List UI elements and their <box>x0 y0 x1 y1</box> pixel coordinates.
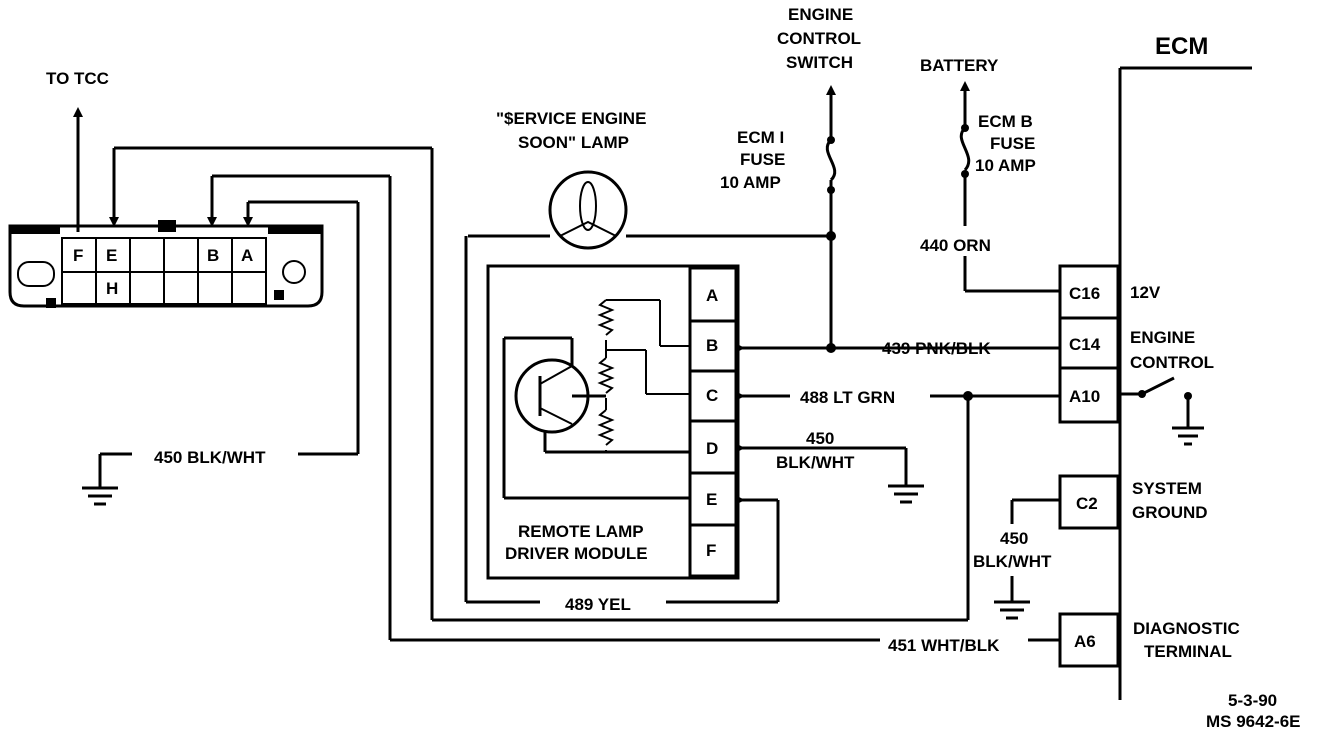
resistor-3 <box>597 409 615 446</box>
footer-code: MS 9642-6E <box>1206 712 1301 731</box>
label-diagnostic-2: TERMINAL <box>1144 642 1232 661</box>
wire-450-module-2: BLK/WHT <box>776 453 855 472</box>
battery-label: BATTERY <box>920 56 999 75</box>
wire-450-left-label: 450 BLK/WHT <box>154 448 266 467</box>
connector-pin-e: E <box>106 246 117 265</box>
connector-pin-b: B <box>207 246 219 265</box>
fuse-ecm-i-2: FUSE <box>740 150 785 169</box>
fuse-ecm-b-3: 10 AMP <box>975 156 1036 175</box>
connector-pin-f: F <box>73 246 83 265</box>
label-system-ground-1: SYSTEM <box>1132 479 1202 498</box>
pin-c2-label: C2 <box>1076 494 1098 513</box>
ecs-label-3: SWITCH <box>786 53 853 72</box>
service-engine-soon-lamp: "$ERVICE ENGINE SOON" LAMP <box>464 109 831 602</box>
ecm-block: ECM <box>1118 33 1252 700</box>
to-tcc-label: TO TCC <box>46 69 109 88</box>
resistor-2 <box>597 357 615 394</box>
module-pin-b: B <box>706 336 718 355</box>
fuse-ecm-i-1: ECM I <box>737 128 784 147</box>
wire-488: 488 LT GRN <box>432 388 1060 622</box>
wire-450-ecm-1: 450 <box>1000 529 1028 548</box>
module-label-2: DRIVER MODULE <box>505 544 648 563</box>
pin-c16-label: C16 <box>1069 284 1100 303</box>
connector-key-oval <box>17 261 55 287</box>
label-engine-control-1: ENGINE <box>1130 328 1195 347</box>
module-pin-d: D <box>706 439 718 458</box>
pin-a10-label: A10 <box>1069 387 1100 406</box>
label-engine-control-2: CONTROL <box>1130 353 1214 372</box>
wire-450-ecm-2: BLK/WHT <box>973 552 1052 571</box>
module-pin-c: C <box>706 386 718 405</box>
pin-e-wire <box>109 146 434 620</box>
ecm-pin-a10: A10 <box>1058 366 1120 424</box>
label-system-ground-2: GROUND <box>1132 503 1208 522</box>
remote-lamp-driver-module: A B C D E F REMOTE LAMP DRIVER MODULE <box>486 264 740 580</box>
module-pin-e: E <box>706 490 717 509</box>
lamp-label-1: "$ERVICE ENGINE <box>496 109 646 128</box>
engine-control-switch-feed: ENGINE CONTROL SWITCH ECM I FUSE 10 AMP <box>720 5 861 353</box>
wire-451-label: 451 WHT/BLK <box>888 636 1000 655</box>
module-label-1: REMOTE LAMP <box>518 522 644 541</box>
pin-a6-label: A6 <box>1074 632 1096 651</box>
connector-key-circle <box>282 260 306 284</box>
ecm-title: ECM <box>1155 33 1208 60</box>
wire-439: 439 PNK/BLK <box>735 339 1060 358</box>
wire-488-label: 488 LT GRN <box>800 388 895 407</box>
fuse-ecm-i-3: 10 AMP <box>720 173 781 192</box>
wire-440-label: 440 ORN <box>920 236 991 255</box>
ecm-pin-c2: C2 <box>1058 474 1120 530</box>
ecm-pin-c16: C16 <box>1058 264 1120 320</box>
footer-date: 5-3-90 <box>1228 691 1277 710</box>
wire-489-label: 489 YEL <box>565 595 631 614</box>
diagnostic-connector: F E B A H <box>8 220 324 308</box>
wire-450-module-1: 450 <box>806 429 834 448</box>
fuse-ecm-b-1: ECM B <box>978 112 1033 131</box>
fuse-ecm-b-2: FUSE <box>990 134 1035 153</box>
ecm-internal-switch <box>1118 376 1204 446</box>
wire-439-label: 439 PNK/BLK <box>882 339 991 358</box>
ecm-pin-a6: A6 <box>1058 612 1120 668</box>
ecs-label-2: CONTROL <box>777 29 861 48</box>
wire-450-ecm: 450 BLK/WHT <box>973 498 1060 620</box>
pin-c14-label: C14 <box>1069 335 1101 354</box>
connector-pin-a: A <box>241 246 253 265</box>
module-pin-f: F <box>706 541 716 560</box>
pin-a-wire: 450 BLK/WHT <box>82 200 360 506</box>
wire-489: 489 YEL <box>466 495 780 614</box>
pin-b-wire <box>207 174 392 640</box>
resistor-1 <box>597 299 615 336</box>
label-diagnostic-1: DIAGNOSTIC <box>1133 619 1240 638</box>
wire-450-module: 450 BLK/WHT <box>735 429 924 504</box>
ecm-pin-c14: C14 <box>1058 316 1120 370</box>
module-pin-a: A <box>706 286 718 305</box>
connector-pin-h: H <box>106 279 118 298</box>
battery-feed: BATTERY ECM B FUSE 10 AMP 440 ORN <box>920 56 1060 293</box>
wire-451: 451 WHT/BLK <box>390 636 1060 655</box>
label-12v: 12V <box>1130 283 1161 302</box>
ecs-label-1: ENGINE <box>788 5 853 24</box>
to-tcc-feed: TO TCC <box>46 69 109 232</box>
lamp-label-2: SOON" LAMP <box>518 133 629 152</box>
